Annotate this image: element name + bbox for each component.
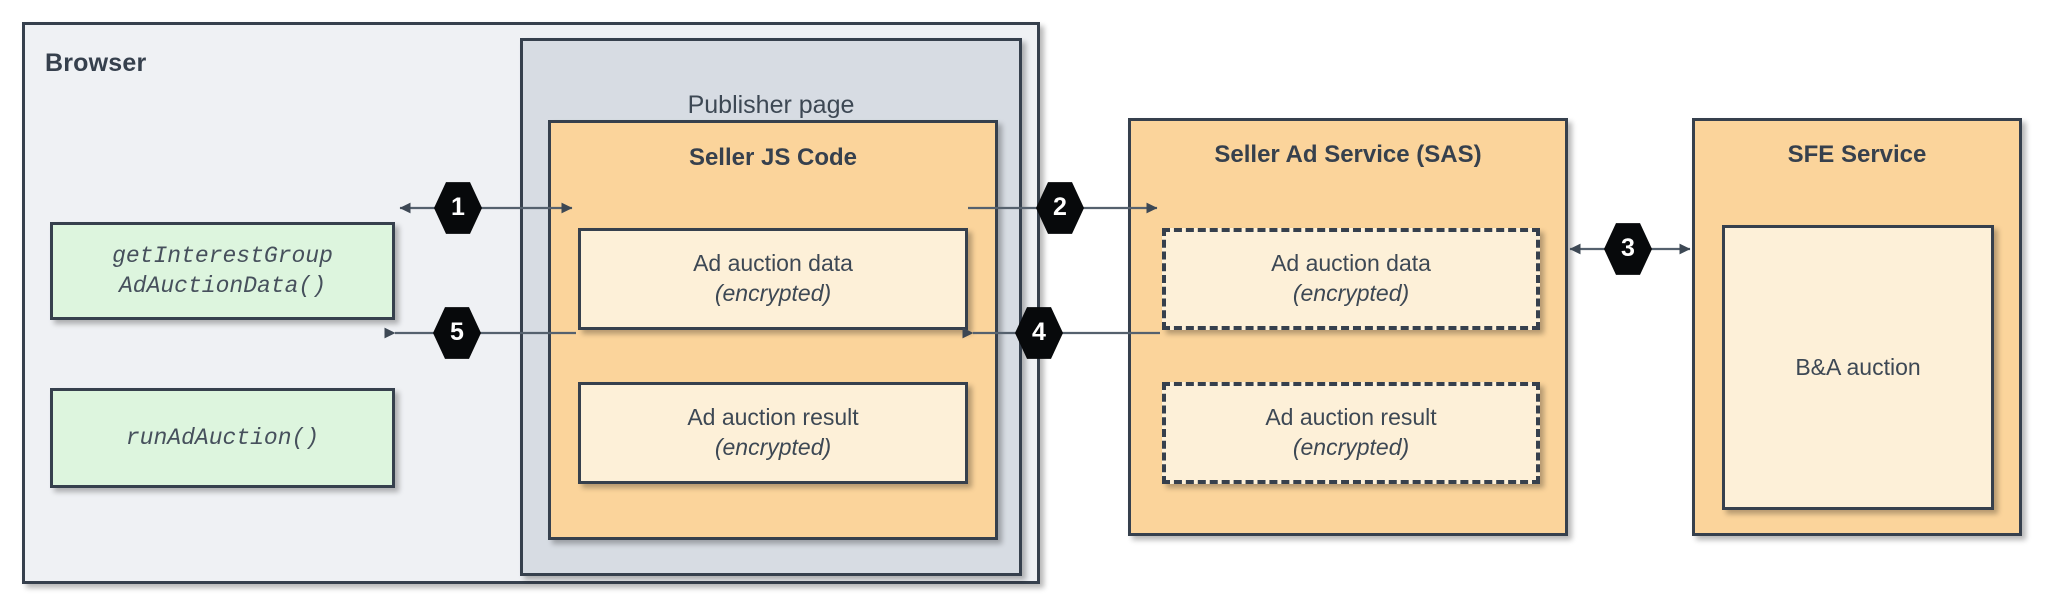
card-title: Ad auction data	[693, 250, 853, 277]
card-sas-ad-auction-result: Ad auction result (encrypted)	[1162, 382, 1540, 484]
card-subtitle: (encrypted)	[1292, 280, 1410, 306]
api-box-get-interest-group-ad-auction-data: getInterestGroup AdAuctionData()	[50, 222, 395, 320]
step-badge-1: 1	[434, 182, 482, 234]
step-badge-3: 3	[1604, 223, 1652, 275]
card-title: Ad auction data	[1271, 250, 1431, 277]
card-subtitle: (encrypted)	[714, 434, 832, 460]
card-subtitle: (encrypted)	[714, 280, 832, 306]
step-number: 2	[1053, 192, 1067, 221]
step-badge-5: 5	[433, 307, 481, 359]
api-label: runAdAuction()	[125, 424, 320, 451]
api-label: getInterestGroup AdAuctionData()	[112, 242, 333, 299]
seller-ad-service-label: Seller Ad Service (SAS)	[1214, 141, 1482, 168]
card-seller-js-ad-auction-data: Ad auction data (encrypted)	[578, 228, 968, 330]
step-badge-2: 2	[1036, 182, 1084, 234]
step-number: 3	[1621, 233, 1635, 262]
card-title: B&A auction	[1795, 353, 1921, 380]
step-badge-4: 4	[1015, 307, 1063, 359]
seller-js-code-label: Seller JS Code	[688, 144, 858, 171]
browser-label: Browser	[45, 49, 147, 77]
step-number: 5	[450, 317, 464, 346]
card-subtitle: (encrypted)	[1292, 434, 1410, 460]
card-seller-js-ad-auction-result: Ad auction result (encrypted)	[578, 382, 968, 484]
step-number: 4	[1032, 317, 1046, 346]
card-sas-ad-auction-data: Ad auction data (encrypted)	[1162, 228, 1540, 330]
step-number: 1	[451, 192, 465, 221]
card-sfe-bna-auction: B&A auction	[1722, 225, 1994, 510]
publisher-page-label: Publisher page	[687, 91, 855, 119]
card-title: Ad auction result	[687, 404, 859, 431]
api-box-run-ad-auction: runAdAuction()	[50, 388, 395, 488]
card-title: Ad auction result	[1265, 404, 1437, 431]
sfe-service-label: SFE Service	[1787, 141, 1927, 168]
